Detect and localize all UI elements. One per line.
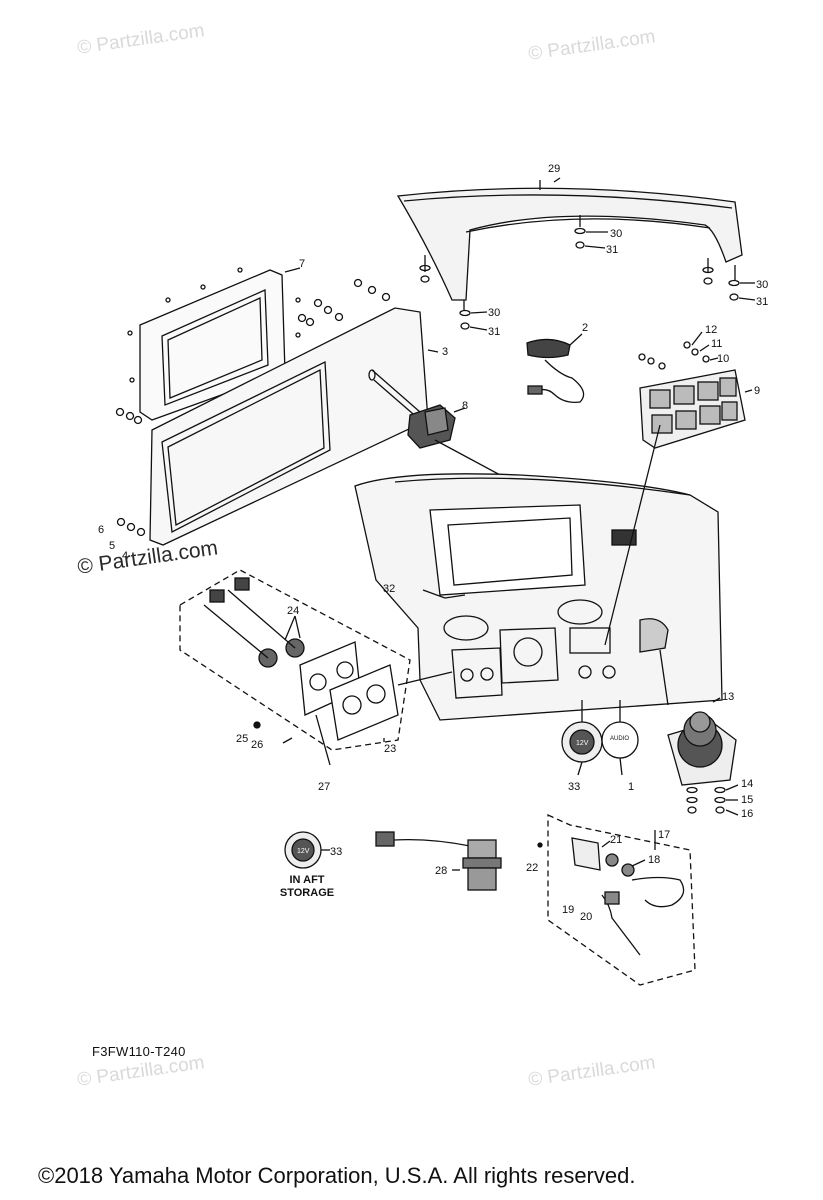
front-panel-part-3: [149, 307, 439, 546]
note-line-1: IN AFT: [289, 874, 325, 886]
callout-16: 16: [741, 808, 753, 820]
copyright-notice: ©2018 Yamaha Motor Corporation, U.S.A. A…: [38, 1163, 636, 1188]
callout-15: 15: [741, 794, 753, 806]
callout-31a: 31: [606, 244, 618, 256]
sockets-part-1-33: [284, 700, 639, 869]
callout-25: 25: [236, 733, 248, 745]
callout-22: 22: [526, 862, 538, 874]
diagram-code: F3FW110-T240: [92, 1044, 186, 1059]
callout-17: 17: [658, 829, 670, 841]
switch-panel-part-9: [638, 331, 753, 449]
callout-28: 28: [435, 865, 447, 877]
callout-7: 7: [299, 258, 305, 270]
callout-32: 32: [383, 583, 395, 595]
callout-11: 11: [711, 338, 722, 350]
aft-storage-note: IN AFT STORAGE: [272, 874, 342, 900]
callout-30b: 30: [756, 279, 768, 291]
dash-console: [354, 424, 723, 721]
bracket-part-8: [407, 404, 613, 536]
washers-part-30-31: [419, 177, 756, 331]
note-line-2: STORAGE: [279, 887, 335, 899]
callout-31c: 31: [488, 326, 500, 338]
socket-label-12v-b: 12V: [297, 848, 310, 855]
callout-33b: 33: [330, 846, 342, 858]
callout-23: 23: [384, 743, 396, 755]
callout-33a: 33: [568, 781, 580, 793]
joystick-part-13: [667, 697, 739, 816]
callout-20: 20: [580, 911, 592, 923]
callout-3: 3: [442, 346, 448, 358]
panel-nuts: [115, 278, 391, 537]
callout-12: 12: [705, 324, 717, 336]
callout-9: 9: [754, 385, 760, 397]
visor-cover-part-29: [396, 180, 743, 310]
callout-21: 21: [610, 834, 622, 846]
callout-18: 18: [648, 854, 660, 866]
callout-10: 10: [717, 353, 729, 365]
callout-2: 2: [582, 322, 588, 334]
dash-box-parts-17-22: [537, 813, 696, 986]
callout-14: 14: [741, 778, 753, 790]
callout-13: 13: [722, 691, 734, 703]
callout-26: 26: [251, 739, 263, 751]
callout-30c: 30: [488, 307, 500, 319]
callout-5: 5: [109, 540, 115, 552]
socket-label-audio: AUDIO: [610, 736, 629, 742]
callout-4: 4: [122, 550, 128, 562]
callout-30a: 30: [610, 228, 622, 240]
callout-27: 27: [318, 781, 330, 793]
callout-31b: 31: [756, 296, 768, 308]
socket-label-12v-a: 12V: [576, 740, 589, 747]
callout-19: 19: [562, 904, 574, 916]
callout-8: 8: [462, 400, 468, 412]
callout-1: 1: [628, 781, 634, 793]
antenna-part-2: [526, 333, 585, 403]
callout-6: 6: [98, 524, 104, 536]
callout-24: 24: [287, 605, 299, 617]
sensor-part-28: [375, 831, 502, 891]
dash-box-parts-23-27: [179, 569, 453, 766]
callout-29: 29: [548, 163, 560, 175]
